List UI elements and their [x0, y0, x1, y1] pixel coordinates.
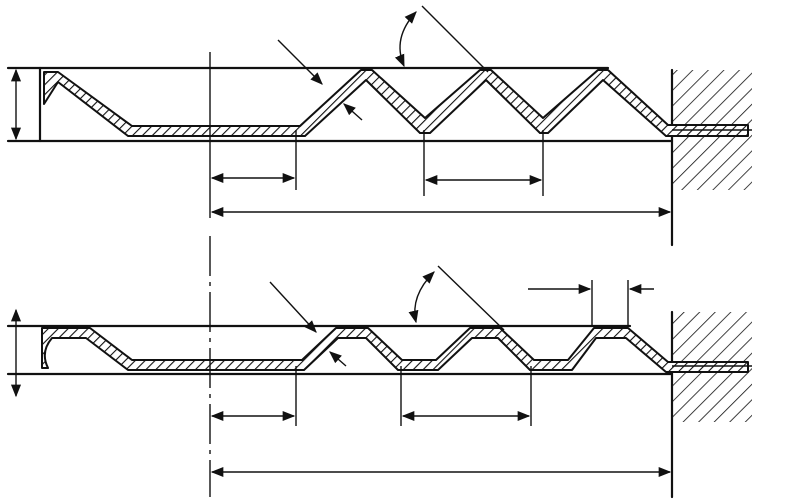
bottom-thickness-leader [269, 281, 317, 333]
bottom-corrugated-sheet [41, 327, 749, 373]
top-corrugated-sheet [43, 69, 749, 137]
top-thickness-leader [277, 39, 323, 85]
top-thickness-arrow [343, 103, 363, 121]
bottom-angle-leader [437, 265, 505, 331]
bottom-angle-arc [408, 271, 435, 324]
top-panel [6, 5, 752, 247]
bottom-panel [6, 236, 752, 499]
bottom-thickness-arrow [329, 351, 347, 367]
top-angle-leader [421, 5, 489, 73]
top-angle-arc [394, 11, 417, 68]
